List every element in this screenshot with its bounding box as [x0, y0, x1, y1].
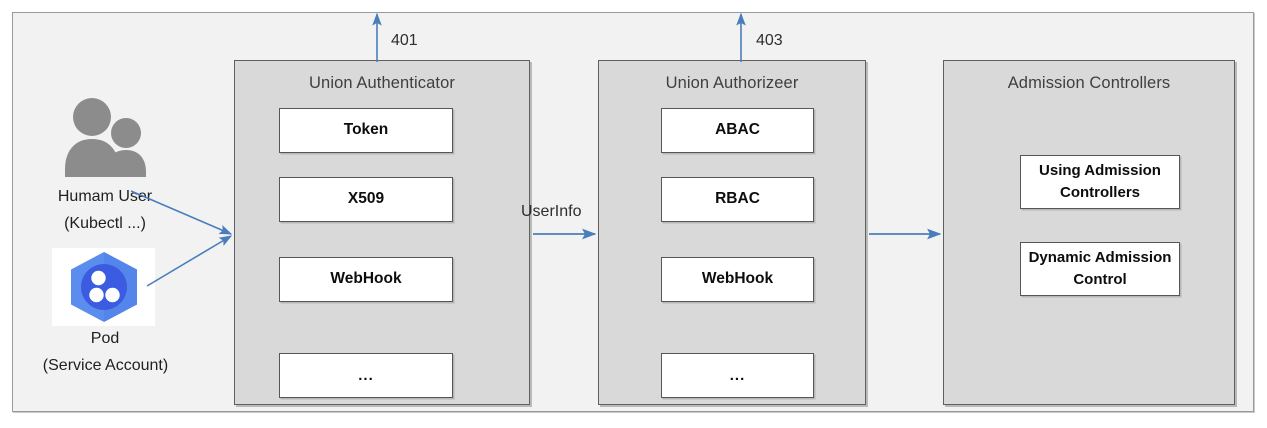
- ellipsis-label-authz: ...: [729, 366, 746, 384]
- item-using-admission-controllers[interactable]: Using Admission Controllers: [1020, 155, 1180, 209]
- arrow-label-401: 401: [391, 32, 418, 49]
- arrow-label-userinfo: UserInfo: [521, 203, 582, 220]
- item-rbac[interactable]: RBAC: [661, 177, 814, 222]
- item-more[interactable]: ...: [279, 353, 453, 398]
- item-webhook-authz[interactable]: WebHook: [661, 257, 814, 302]
- ellipsis-label: ...: [358, 366, 374, 384]
- people-icon: [65, 98, 146, 177]
- item-more-authz[interactable]: ...: [661, 353, 814, 398]
- pod-icon-background: [52, 248, 155, 326]
- module-admission-controllers: Admission Controllers Using Admission Co…: [943, 60, 1235, 405]
- item-abac[interactable]: ABAC: [661, 108, 814, 153]
- arrow-label-403: 403: [756, 32, 783, 49]
- module-title-union-authorizeer: Union Authorizeer: [665, 74, 799, 92]
- pod-label-line1: Pod: [90, 330, 120, 347]
- human-user-label-line1: Humam User: [57, 188, 153, 205]
- module-title-admission-controllers: Admission Controllers: [1007, 74, 1171, 92]
- pod-icon: [71, 252, 137, 322]
- human-user-label-line2: (Kubectl ...): [64, 215, 146, 232]
- module-union-authorizeer: Union Authorizeer ABAC RBAC WebHook ...: [598, 60, 866, 405]
- pod-label-line2: (Service Account): [42, 357, 169, 374]
- item-x509[interactable]: X509: [279, 177, 453, 222]
- item-dynamic-admission-control[interactable]: Dynamic Admission Control: [1020, 242, 1180, 296]
- module-title-union-authenticator: Union Authenticator: [309, 74, 455, 92]
- item-webhook[interactable]: WebHook: [279, 257, 453, 302]
- module-union-authenticator: Union Authenticator Token X509 WebHook .…: [234, 60, 530, 405]
- item-token[interactable]: Token: [279, 108, 453, 153]
